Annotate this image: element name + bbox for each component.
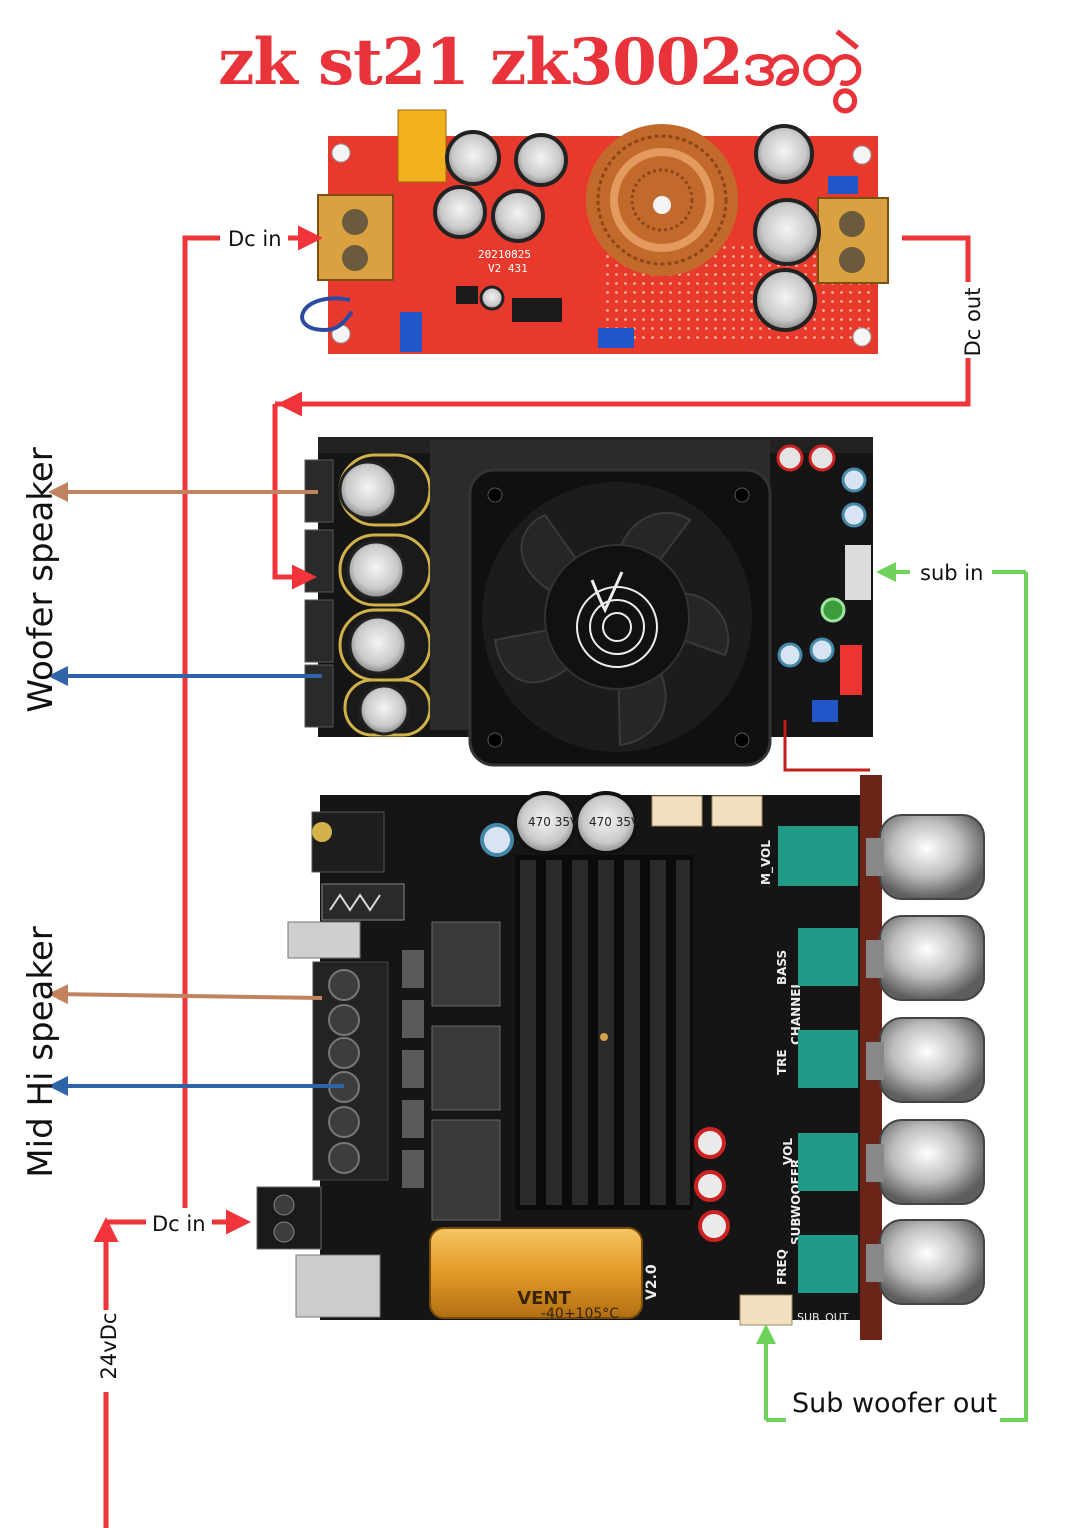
silkscreen-channel: CHANNEL <box>789 981 803 1045</box>
boost-board-print-version: V2 431 <box>488 262 528 275</box>
filter-cap-2-rating: 470 35V <box>589 815 640 829</box>
dc-in-bottom-label: Dc in <box>152 1212 206 1236</box>
boost-converter-board: 20210825 V2 431 <box>300 109 889 354</box>
silkscreen-vol: VOL <box>781 1138 795 1165</box>
mid-hi-speaker-label: Mid Hi speaker <box>21 926 61 1177</box>
filter-cap-1-rating: 470 35V <box>528 815 579 829</box>
supply-voltage-label: 24vDc <box>97 1313 121 1380</box>
sub-out-port-label: SUB_OUT <box>797 1311 849 1324</box>
woofer-speaker-label: Woofer speaker <box>21 447 61 712</box>
amp-board-zk3002: 470 35V 470 35V VENT -40+105°C V2.0 SUB_… <box>256 775 985 1340</box>
board-version: V2.0 <box>644 1264 660 1300</box>
boost-board-print-date: 20210825 <box>478 248 531 261</box>
speaker-wires <box>48 482 344 1096</box>
signal-wires <box>756 562 1028 1422</box>
dc-out-label: Dc out <box>961 288 985 357</box>
dc-in-top-label: Dc in <box>228 227 282 251</box>
amp-board-st21 <box>304 437 873 772</box>
main-cap-label: VENT <box>517 1288 571 1309</box>
silkscreen-bass: BASS <box>775 950 789 985</box>
silkscreen-freq: FREQ <box>775 1249 789 1285</box>
main-cap-rating: -40+105°C <box>541 1306 619 1322</box>
silkscreen-tre: TRE <box>775 1049 789 1075</box>
potentiometer-knobs <box>778 814 985 1305</box>
silkscreen-m-vol: M_VOL <box>759 840 774 885</box>
sub-in-label: sub in <box>920 561 983 585</box>
page-title: zk st21 zk3002အတွဲ <box>218 25 863 100</box>
power-wires <box>93 225 971 1528</box>
sub-woofer-out-label: Sub woofer out <box>792 1388 997 1419</box>
